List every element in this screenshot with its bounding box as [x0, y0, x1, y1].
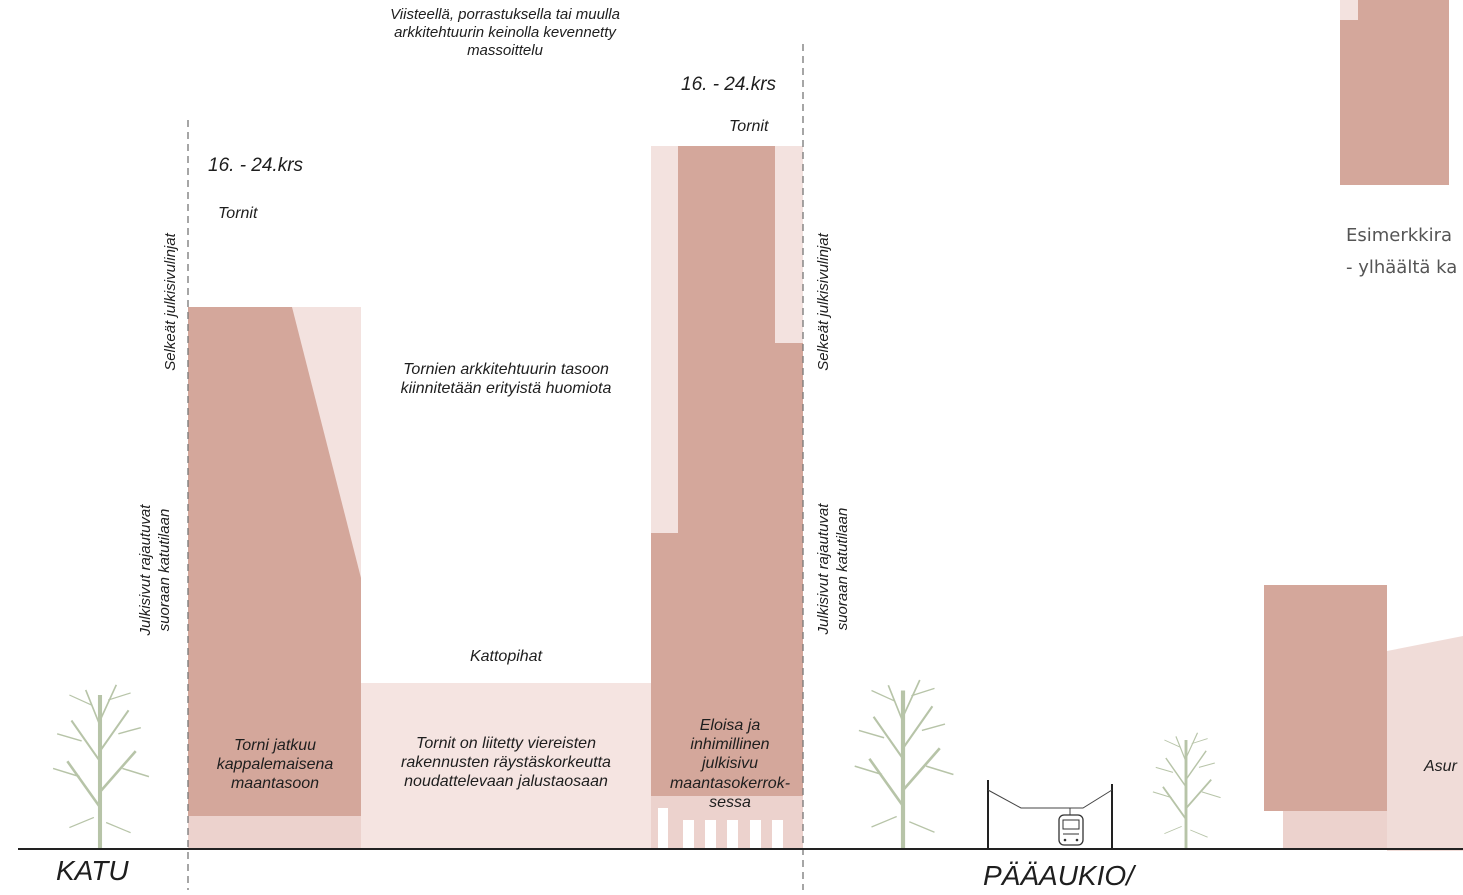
tree-icon [53, 685, 149, 848]
context-tower-top-right-notch [1340, 0, 1358, 20]
left-floors-label: 16. - 24.krs [208, 155, 304, 176]
right-towers-label: Tornit [729, 118, 769, 135]
left-tower-plinth [188, 816, 361, 848]
lively-facade-note: Eloisa ja inhimillinen julkisivu maantas… [669, 717, 791, 811]
left-guide-lower-label: Julkisivut rajautuvat suoraan katutilaan [137, 504, 173, 636]
tram-icon [987, 780, 1113, 848]
tower-continues-note: Torni jatkuu kappalemaisena maantasoon [216, 737, 334, 793]
context-building-right [1264, 585, 1387, 811]
right-guide-upper-label: Selkeät julkisivulinjat [815, 233, 832, 371]
right-tower-lower-right [775, 343, 803, 796]
tower-architecture-note: Tornien arkkitehtuurin tasoon kiinnitetä… [400, 361, 612, 398]
context-building-far-right [1387, 636, 1463, 851]
top-note: Viisteellä, porrastuksella tai muulla ar… [390, 6, 620, 59]
roof-yards-label: Kattopihat [469, 648, 543, 665]
right-tower-core [678, 146, 775, 796]
asur-label: Asur [1424, 758, 1457, 775]
right-guide-lower-label: Julkisivut rajautuvat suoraan katutilaan [815, 503, 851, 635]
podium-note: Tornit on liitetty viereisten rakennuste… [401, 735, 611, 791]
left-guide-upper-label: Selkeät julkisivulinjat [162, 233, 179, 371]
tree-icon [855, 680, 954, 848]
side-note-line-1: Esimerkkira [1346, 225, 1453, 246]
street-label: KATU [56, 855, 129, 886]
right-floors-label: 16. - 24.krs [681, 74, 777, 95]
tree-icon [1151, 731, 1223, 850]
left-towers-label: Tornit [218, 205, 258, 222]
podium [361, 683, 651, 848]
left-tower-light-chamfer [292, 307, 361, 578]
main-square-label: PÄÄAUKIO/ [983, 860, 1134, 891]
side-note-line-2: - ylhäältä ka [1346, 257, 1458, 278]
context-tower-top-right [1340, 0, 1449, 185]
context-building-right-base [1283, 811, 1387, 849]
right-tower-lower-left [651, 533, 678, 796]
ground-floor-windows [658, 808, 783, 848]
